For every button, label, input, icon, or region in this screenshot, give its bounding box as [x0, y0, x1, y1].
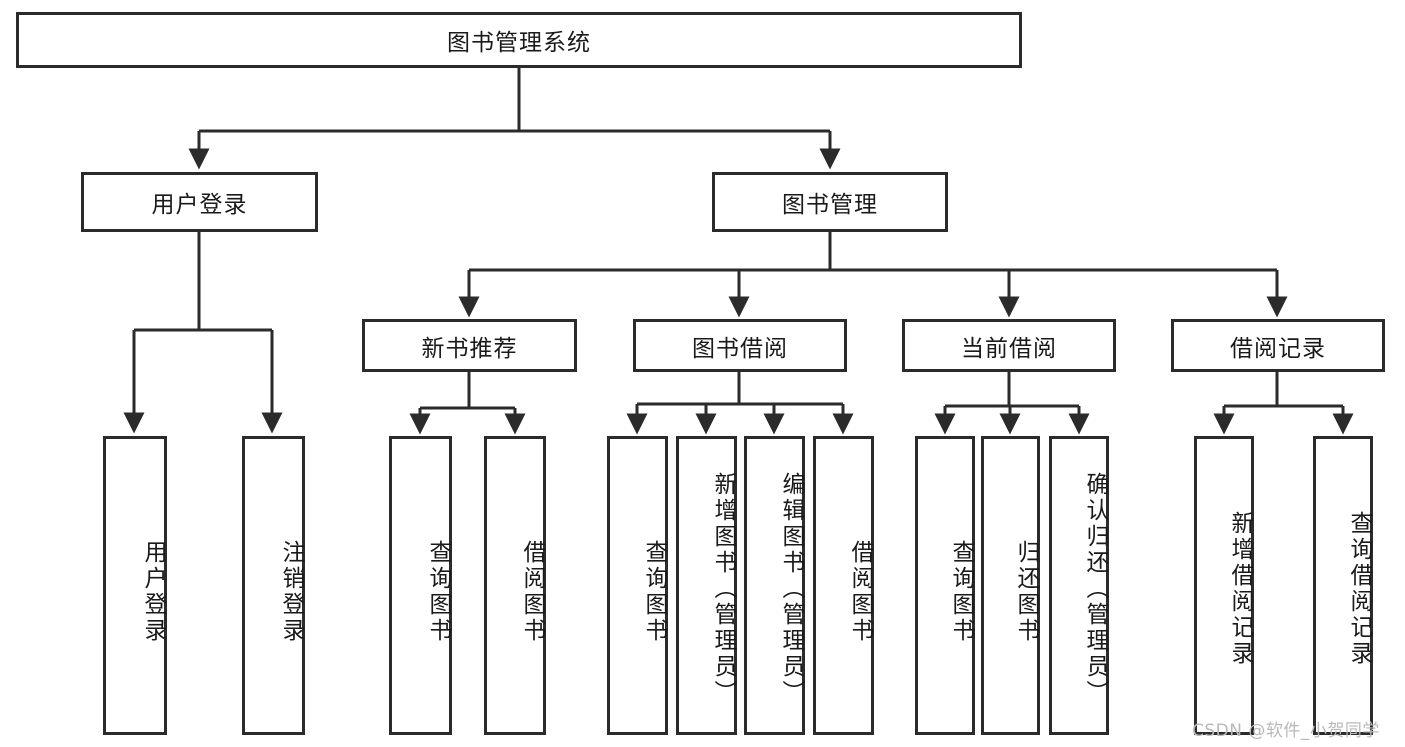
leaf-label: 编辑图书（管理员）: [778, 471, 804, 706]
leaf-label: 查询图书: [948, 539, 974, 644]
node-leaf-borrow-book-2[interactable]: 借阅图书: [813, 436, 874, 735]
node-leaf-add-book-admin[interactable]: 新增图书（管理员）: [676, 436, 737, 735]
leaf-label: 查询图书: [425, 539, 451, 644]
leaf-label: 确认归还（管理员）: [1082, 471, 1108, 706]
leaf-label: 用户登录: [140, 539, 166, 644]
leaf-label: 注销登录: [278, 539, 304, 644]
node-leaf-return-book[interactable]: 归还图书: [981, 436, 1040, 735]
node-leaf-query-book-3[interactable]: 查询图书: [915, 436, 975, 735]
node-leaf-edit-book-admin[interactable]: 编辑图书（管理员）: [744, 436, 805, 735]
leaf-label: 新增图书（管理员）: [710, 471, 736, 706]
leaf-label: 查询借阅记录: [1346, 510, 1372, 667]
node-leaf-query-book-2[interactable]: 查询图书: [607, 436, 668, 735]
node-leaf-borrow-book-1[interactable]: 借阅图书: [484, 436, 546, 735]
node-leaf-confirm-return-admin[interactable]: 确认归还（管理员）: [1049, 436, 1109, 735]
leaf-label: 借阅图书: [519, 539, 545, 644]
node-leaf-add-borrow-record[interactable]: 新增借阅记录: [1194, 436, 1254, 735]
node-leaf-logout-login[interactable]: 注销登录: [242, 436, 305, 735]
node-new-book-recommend[interactable]: 新书推荐: [362, 319, 577, 372]
node-book-management-system[interactable]: 图书管理系统: [16, 12, 1022, 68]
leaf-label: 查询图书: [641, 539, 667, 644]
node-book-management[interactable]: 图书管理: [712, 172, 948, 232]
node-leaf-user-login[interactable]: 用户登录: [103, 436, 167, 735]
node-borrow-record[interactable]: 借阅记录: [1171, 319, 1385, 372]
node-user-login[interactable]: 用户登录: [81, 172, 318, 232]
watermark-text: CSDN @软件_小贺同学: [1192, 721, 1380, 741]
node-book-borrow[interactable]: 图书借阅: [633, 319, 847, 372]
node-leaf-query-borrow-record[interactable]: 查询借阅记录: [1313, 436, 1373, 735]
leaf-label: 借阅图书: [847, 539, 873, 644]
leaf-label: 归还图书: [1013, 539, 1039, 644]
node-leaf-query-book-1[interactable]: 查询图书: [389, 436, 452, 735]
node-current-borrow[interactable]: 当前借阅: [902, 319, 1116, 372]
leaf-label: 新增借阅记录: [1227, 510, 1253, 667]
